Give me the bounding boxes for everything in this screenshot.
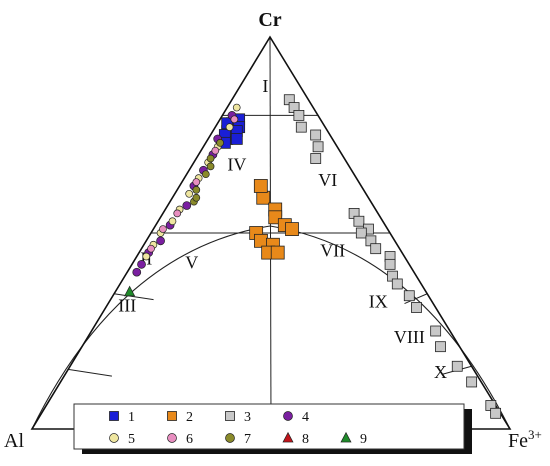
legend-label-1: 1 xyxy=(128,410,135,425)
legend-label-3: 3 xyxy=(244,410,251,425)
legend-marker-9 xyxy=(340,431,352,443)
field-label-x: X xyxy=(434,362,447,382)
legend: 1 2 3 4 5 6 7 8 9 xyxy=(73,403,472,454)
legend-marker-5 xyxy=(109,433,119,443)
legend-label-8: 8 xyxy=(302,432,309,447)
legend-marker-1 xyxy=(109,411,119,421)
point-series-4 xyxy=(182,201,192,210)
vertex-label-al: Al xyxy=(4,430,24,452)
point-series-6 xyxy=(159,225,167,233)
point-series-3 xyxy=(466,376,478,388)
point-series-7 xyxy=(206,154,215,163)
point-series-4 xyxy=(137,260,146,269)
legend-marker-8 xyxy=(282,431,294,443)
point-series-7 xyxy=(192,186,201,194)
point-series-3 xyxy=(435,341,446,353)
tick-left-upper xyxy=(114,293,154,301)
point-series-3 xyxy=(295,121,307,133)
point-series-5 xyxy=(225,123,234,132)
legend-marker-6 xyxy=(167,433,177,443)
point-series-3 xyxy=(355,227,367,239)
point-series-5 xyxy=(142,252,151,261)
field-label-viii: VIII xyxy=(394,327,425,347)
legend-label-5: 5 xyxy=(128,432,135,447)
point-series-4 xyxy=(156,236,165,246)
point-series-3 xyxy=(312,141,324,153)
field-label-i: I xyxy=(262,76,268,96)
legend-label-9: 9 xyxy=(360,432,367,447)
point-series-5 xyxy=(232,103,241,112)
point-series-4 xyxy=(132,267,142,277)
point-series-3 xyxy=(403,290,415,302)
point-series-7 xyxy=(192,193,201,202)
point-series-1 xyxy=(230,133,243,145)
point-series-6 xyxy=(147,244,155,253)
point-series-2 xyxy=(270,245,285,260)
point-series-3 xyxy=(391,278,403,290)
point-series-7 xyxy=(206,162,215,171)
point-series-7 xyxy=(216,138,224,147)
point-series-2 xyxy=(285,222,299,236)
point-series-2 xyxy=(256,190,271,205)
point-series-6 xyxy=(173,209,182,218)
tick-left-lower xyxy=(68,368,113,377)
field-label-v: V xyxy=(185,252,198,272)
point-series-3 xyxy=(353,215,365,227)
legend-label-6: 6 xyxy=(186,432,193,447)
point-series-3 xyxy=(370,243,382,255)
vertex-labels: Cr Al Fe3+ xyxy=(4,9,542,452)
vertex-label-cr: Cr xyxy=(258,9,281,31)
point-series-3 xyxy=(430,325,442,337)
legend-label-2: 2 xyxy=(186,410,193,425)
point-series-6 xyxy=(192,178,201,186)
point-series-5 xyxy=(168,217,177,226)
legend-marker-4 xyxy=(283,411,293,421)
field-label-iii: III xyxy=(118,295,136,315)
field-label-vi: VI xyxy=(318,170,337,190)
point-series-7 xyxy=(201,170,210,179)
field-label-vii: VII xyxy=(320,241,345,261)
point-series-3 xyxy=(293,110,305,121)
legend-marker-3 xyxy=(225,411,235,421)
point-series-2 xyxy=(254,233,268,248)
field-label-iv: IV xyxy=(227,154,246,174)
vertex-label-fe: Fe3+ xyxy=(508,427,542,452)
point-series-3 xyxy=(451,360,463,372)
legend-marker-7 xyxy=(225,433,235,443)
point-series-6 xyxy=(230,115,239,124)
point-series-3 xyxy=(384,258,396,270)
point-series-3 xyxy=(310,153,322,164)
legend-label-4: 4 xyxy=(302,410,309,425)
solvus-curve xyxy=(31,225,511,430)
point-series-6 xyxy=(211,146,220,155)
point-series-3 xyxy=(411,302,422,313)
vertex-label-fe-main: Fe xyxy=(508,430,528,452)
point-series-9 xyxy=(124,285,136,297)
point-series-2 xyxy=(253,179,268,193)
point-series-3 xyxy=(490,407,502,419)
field-label-ix: IX xyxy=(369,291,388,311)
point-series-5 xyxy=(185,189,193,198)
legend-label-7: 7 xyxy=(244,432,251,447)
legend-marker-2 xyxy=(167,411,177,421)
data-points xyxy=(124,94,502,419)
point-series-3 xyxy=(310,129,322,141)
vertex-label-fe-sup: 3+ xyxy=(528,427,542,442)
legend-box xyxy=(73,403,465,450)
